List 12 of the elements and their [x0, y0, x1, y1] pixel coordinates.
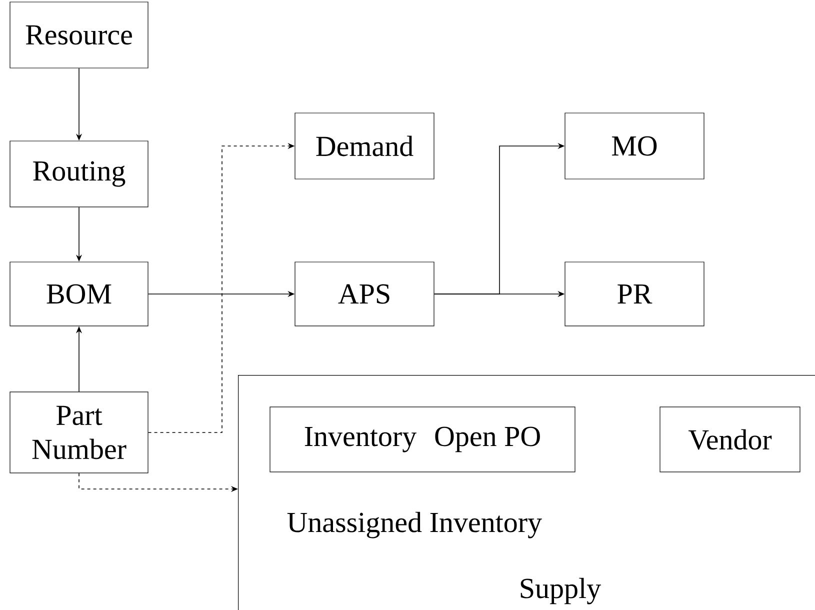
- process-box: MO: [564, 112, 704, 180]
- process-box: Routing: [10, 140, 148, 208]
- process-box: Inventory Open PO: [270, 406, 576, 472]
- process-box: Resource: [10, 2, 148, 68]
- process-box: Part Number: [10, 392, 148, 474]
- panel-title: Supply: [520, 578, 601, 604]
- process-box: PR: [564, 262, 704, 326]
- process-box: APS: [294, 262, 434, 326]
- process-box: Demand: [294, 112, 434, 180]
- panel-text: Unassigned Inventory: [287, 512, 542, 538]
- process-box: Vendor: [660, 406, 800, 472]
- process-box: BOM: [10, 262, 148, 326]
